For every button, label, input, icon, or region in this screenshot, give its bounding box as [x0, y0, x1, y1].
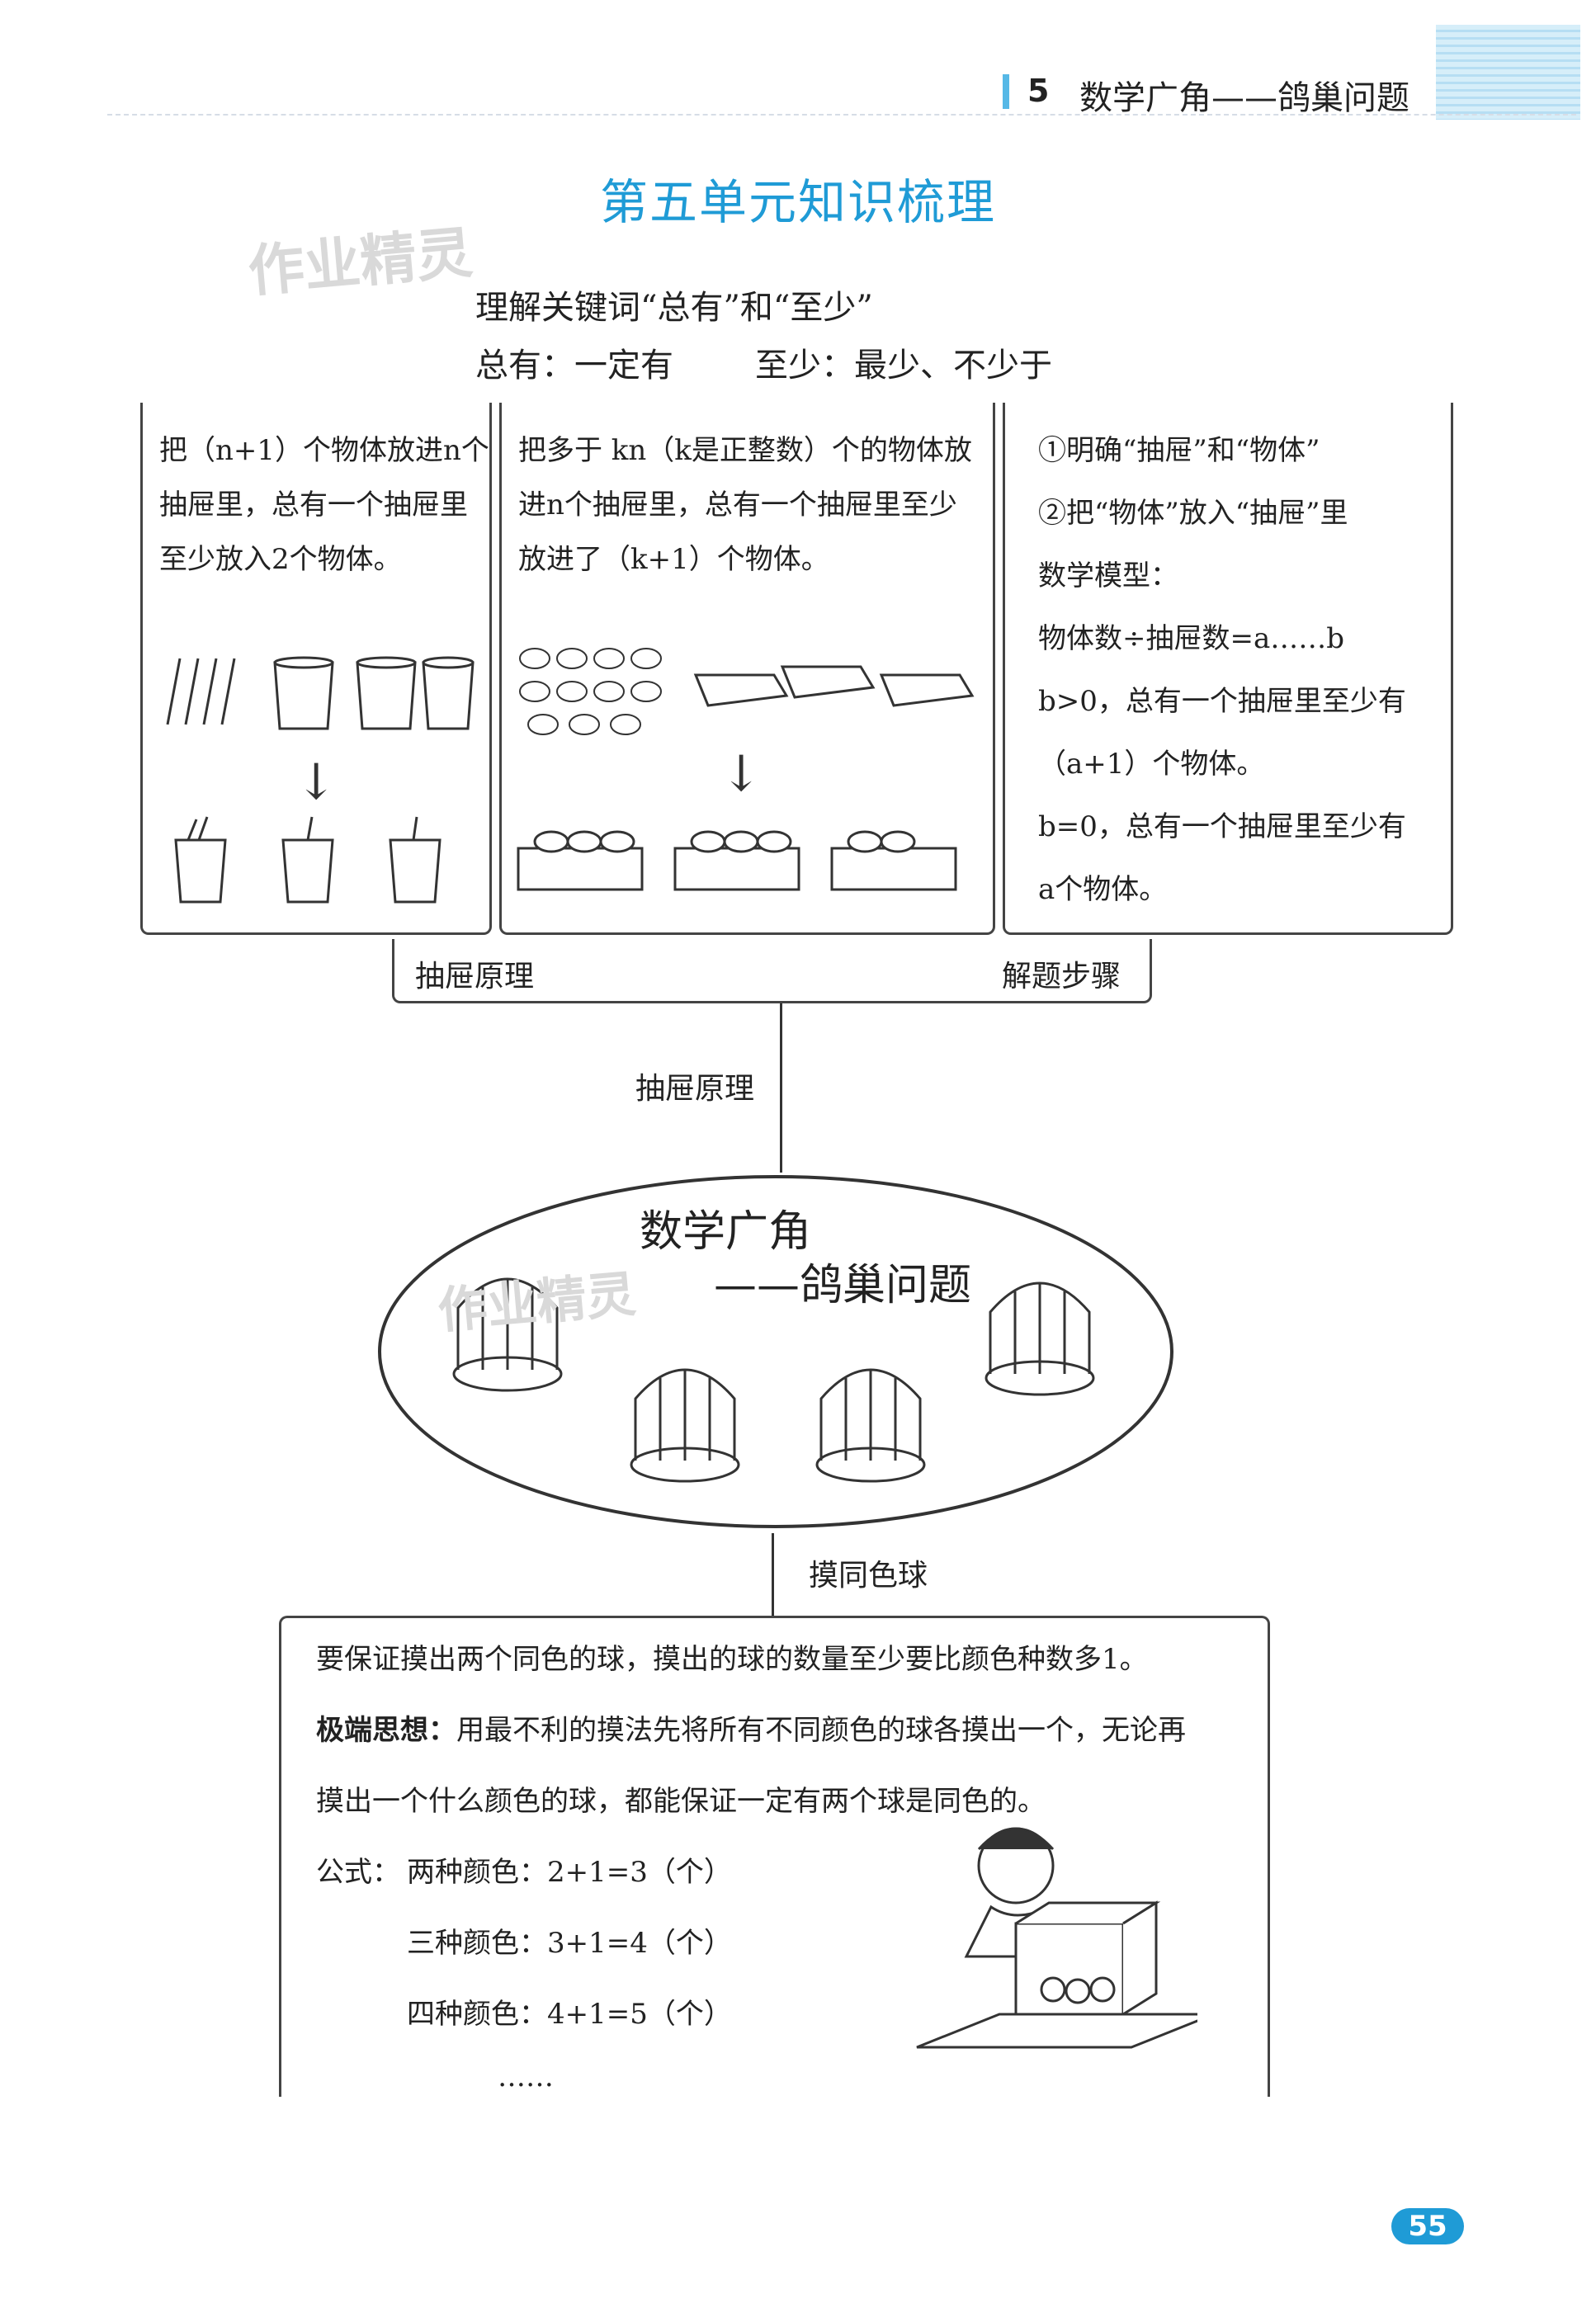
boy-with-ball-box-icon — [900, 1816, 1197, 2089]
steps-box: ①明确“抽屉”和“物体” ②把“物体”放入“抽屉”里 数学模型： 物体数÷抽屉数… — [1003, 403, 1453, 935]
tray-box-icon — [696, 667, 972, 706]
ball-box: 要保证摸出两个同色的球，摸出的球的数量至少要比颜色种数多1。 极端思想：用最不利… — [279, 1616, 1270, 2097]
steps-line-2: ②把“物体”放入“抽屉”里 — [1038, 487, 1348, 540]
steps-line-6: （a+1）个物体。 — [1038, 738, 1264, 791]
connector-label-top: 抽屉原理 — [635, 1064, 754, 1107]
down-arrow-icon: ↓ — [720, 745, 762, 803]
principle-1-line-2: 抽屉里，总有一个抽屉里 — [159, 479, 468, 531]
principle-box-1: 把（n+1）个物体放进n个 抽屉里，总有一个抽屉里 至少放入2个物体。 ↓ — [140, 403, 492, 935]
extreme-line: 极端思想：用最不利的摸法先将所有不同颜色的球各摸出一个，无论再 — [316, 1704, 1186, 1757]
formula-3: 四种颜色：4+1=5（个） — [407, 1988, 732, 2041]
candies-and-boxes-illustration: ↓ — [510, 625, 980, 914]
page-number: 55 — [1391, 2208, 1464, 2244]
keyword-at-least: 至少：最少、不少于 — [755, 338, 1052, 386]
steps-line-7: b=0，总有一个抽屉里至少有 — [1038, 800, 1406, 853]
center-title-line-1: 数学广角 — [640, 1196, 811, 1258]
extreme-text: 用最不利的摸法先将所有不同颜色的球各摸出一个，无论再 — [456, 1714, 1186, 1747]
steps-line-5: b>0，总有一个抽屉里至少有 — [1038, 675, 1406, 728]
filled-tray-box-icon — [518, 832, 956, 890]
formula-2: 三种颜色：3+1=4（个） — [407, 1917, 732, 1970]
pencils-and-cups-illustration: ↓ — [151, 634, 481, 914]
formula-label: 公式： — [316, 1846, 400, 1899]
extreme-label: 极端思想： — [316, 1714, 456, 1747]
principle-1-line-1: 把（n+1）个物体放进n个 — [159, 424, 489, 477]
principle-1-line-3: 至少放入2个物体。 — [159, 533, 402, 586]
formula-1: 两种颜色：2+1=3（个） — [407, 1846, 732, 1899]
steps-line-1: ①明确“抽屉”和“物体” — [1038, 424, 1320, 477]
connector-line-bottom — [772, 1533, 774, 1616]
chapter-number: 5 — [1027, 73, 1049, 109]
ball-line-1: 要保证摸出两个同色的球，摸出的球的数量至少要比颜色种数多1。 — [316, 1633, 1148, 1686]
pencils-icon — [168, 658, 234, 724]
principle-2-line-1: 把多于 kn（k是正整数）个的物体放 — [518, 424, 972, 477]
steps-line-8: a个物体。 — [1038, 863, 1167, 916]
bar-label-right: 解题步骤 — [1002, 952, 1121, 995]
cup-icon — [275, 658, 473, 729]
page-title: 第五单元知识梳理 — [0, 163, 1596, 233]
principle-box-2: 把多于 kn（k是正整数）个的物体放 进n个抽屉里，总有一个抽屉里至少 放进了（… — [499, 403, 995, 935]
candy-icon — [520, 649, 661, 734]
keywords-intro: 理解关键词“总有”和“至少” — [475, 281, 873, 328]
center-title-line-2: ——鸽巢问题 — [714, 1250, 971, 1312]
formula-ellipsis: …… — [498, 2051, 554, 2103]
principle-2-line-2: 进n个抽屉里，总有一个抽屉里至少 — [518, 479, 957, 531]
header-rule — [107, 114, 1576, 116]
steps-line-3: 数学模型： — [1038, 550, 1178, 602]
header-accent-bar — [1003, 74, 1009, 109]
category-bar: 抽屉原理 解题步骤 — [392, 939, 1152, 1003]
connector-line-top — [780, 1003, 782, 1173]
steps-line-4: 物体数÷抽屉数=a……b — [1038, 612, 1344, 665]
connector-label-bottom: 摸同色球 — [809, 1551, 928, 1594]
cups-with-pencils-icon — [176, 817, 440, 902]
down-arrow-icon: ↓ — [295, 753, 337, 811]
keyword-always: 总有：一定有 — [475, 338, 673, 386]
chapter-title: 数学广角——鸽巢问题 — [1079, 71, 1409, 119]
header-decoration — [1436, 25, 1580, 120]
principle-2-line-3: 放进了（k+1）个物体。 — [518, 533, 829, 586]
bar-label-left: 抽屉原理 — [415, 952, 534, 995]
